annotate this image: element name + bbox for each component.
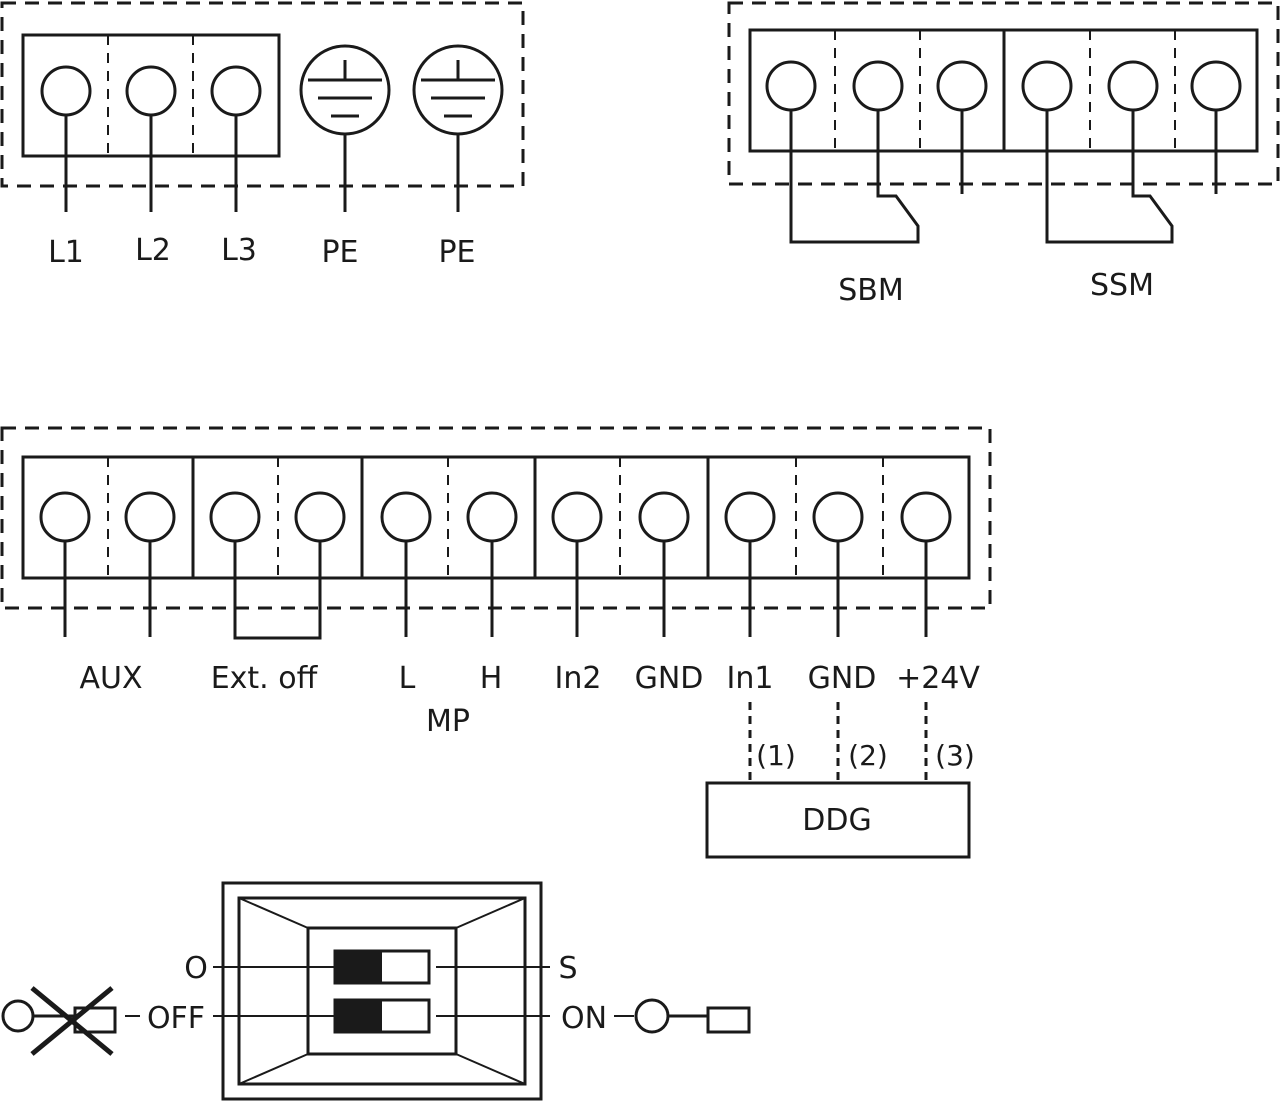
label-gnd-2: GND bbox=[808, 661, 877, 696]
dip-switch-assembly: O OFF S ON bbox=[1, 881, 751, 1101]
terminal-mp-h bbox=[466, 491, 518, 543]
control-terminal-block: AUX Ext. off L H MP In2 GND In1 GND +24V bbox=[0, 426, 992, 739]
label-l3: L3 bbox=[221, 233, 257, 268]
label-pe-2: PE bbox=[438, 235, 475, 270]
pin-label-2: (2) bbox=[848, 739, 888, 772]
dip-switch-2[interactable] bbox=[333, 998, 431, 1034]
label-24v: +24V bbox=[896, 661, 980, 696]
label-pe-1: PE bbox=[321, 235, 358, 270]
label-gnd-1: GND bbox=[635, 661, 704, 696]
label-ssm: SSM bbox=[1090, 268, 1154, 303]
label-in1: In1 bbox=[727, 661, 774, 696]
power-enclosure-outline bbox=[0, 1, 525, 188]
ddg-sensor: (1) (2) (3) DDG bbox=[705, 702, 975, 859]
label-in2: In2 bbox=[555, 661, 602, 696]
label-on: ON bbox=[561, 1001, 607, 1036]
label-s: S bbox=[558, 951, 577, 986]
dip-switch-1[interactable] bbox=[333, 949, 431, 985]
ddg-label: DDG bbox=[802, 803, 871, 838]
control-terminal-strip bbox=[21, 455, 971, 580]
terminal-mp-l bbox=[380, 491, 432, 543]
on-symbol-icon bbox=[614, 998, 751, 1034]
off-crossed-symbol-icon bbox=[1, 986, 140, 1056]
control-terminal-leads bbox=[63, 541, 928, 637]
pin-label-3: (3) bbox=[935, 739, 975, 772]
relay-enclosure-outline bbox=[727, 1, 1280, 186]
terminal-in1 bbox=[724, 491, 776, 543]
switch-housing-inner bbox=[237, 896, 527, 1086]
terminal-in2 bbox=[551, 491, 603, 543]
label-mp: MP bbox=[426, 704, 470, 739]
relay-terminal-block: SBM SSM bbox=[727, 1, 1280, 308]
pin-label-1: (1) bbox=[756, 739, 796, 772]
terminal-gnd-2 bbox=[812, 491, 864, 543]
label-l1: L1 bbox=[48, 235, 84, 270]
ddg-box bbox=[705, 781, 971, 859]
terminal-l3 bbox=[210, 65, 262, 212]
terminal-ext-off-2 bbox=[294, 491, 346, 543]
label-h: H bbox=[480, 661, 503, 696]
sbm-relay-contact bbox=[765, 60, 988, 244]
ext-off-bridge bbox=[233, 541, 322, 640]
label-o: O bbox=[184, 951, 208, 986]
label-ext-off: Ext. off bbox=[211, 661, 319, 696]
terminal-l1 bbox=[40, 65, 92, 212]
control-enclosure-outline bbox=[0, 426, 992, 610]
label-off: OFF bbox=[147, 1001, 205, 1036]
terminal-gnd-1 bbox=[638, 491, 690, 543]
terminal-ext-off-1 bbox=[209, 491, 261, 543]
power-terminal-block: L1 L2 L3 PE PE bbox=[0, 1, 525, 270]
label-l: L bbox=[399, 661, 416, 696]
terminal-l2 bbox=[125, 65, 177, 212]
terminal-24v bbox=[900, 491, 952, 543]
switch-window bbox=[306, 926, 458, 1056]
terminal-aux-1 bbox=[39, 491, 91, 543]
terminal-aux-2 bbox=[124, 491, 176, 543]
ssm-relay-contact bbox=[1021, 60, 1242, 244]
label-aux: AUX bbox=[79, 661, 142, 696]
label-sbm: SBM bbox=[838, 273, 904, 308]
ground-terminal-2 bbox=[412, 44, 504, 212]
control-terminals bbox=[39, 491, 952, 543]
ground-terminal-1 bbox=[299, 44, 391, 212]
switch-housing-outer bbox=[221, 881, 543, 1101]
label-l2: L2 bbox=[135, 233, 171, 268]
